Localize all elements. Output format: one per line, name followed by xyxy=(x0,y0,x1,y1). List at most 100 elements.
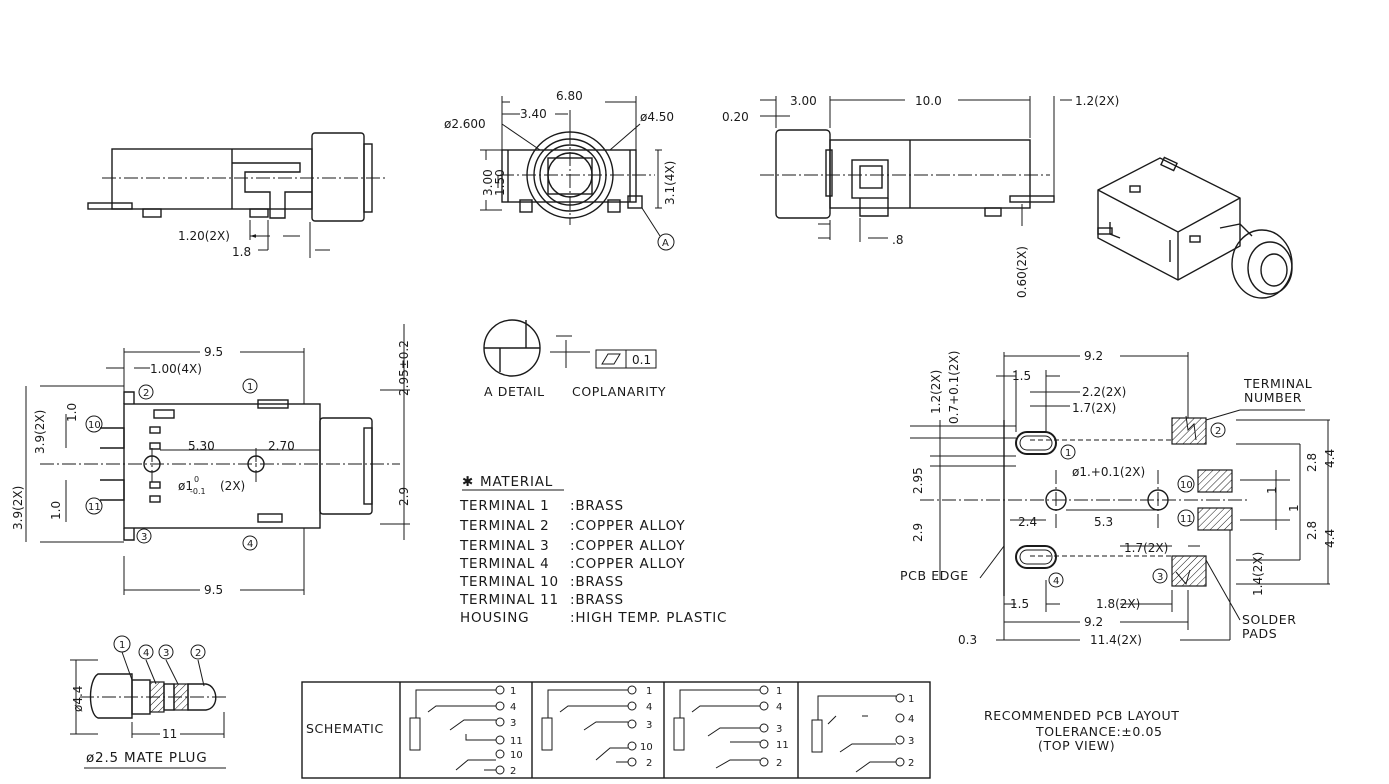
top-terminal-1: 1 xyxy=(247,382,253,393)
pcb-dim-hole-span: 5.3 xyxy=(1094,515,1113,529)
isometric-view xyxy=(1097,156,1293,299)
pcb-terminal-bubbles: 1 10 11 4 3 2 xyxy=(1048,422,1226,588)
side-dim-post: .8 xyxy=(892,233,903,247)
side-dim-tab: 1.2(2X) xyxy=(1075,94,1119,108)
pcb-dim-r28-bot: 2.8 xyxy=(1305,521,1319,540)
top-terminal-11: 11 xyxy=(88,502,101,513)
front-dim-pin-pitch: 1.8 xyxy=(232,245,251,259)
front-dim-pin-width: 1.20(2X) xyxy=(178,229,230,243)
material-value-housing: :HIGH TEMP. PLASTIC xyxy=(570,610,727,626)
pcb-caption-line3: (TOP VIEW) xyxy=(1038,738,1115,753)
pcb-edge-label: PCB EDGE xyxy=(900,568,969,583)
front-view: 1.20(2X) 1.8 xyxy=(87,132,385,259)
plug-dim-dia: ø4.4 xyxy=(71,686,85,712)
schematic-panel-3: 1 4 3 11 2 xyxy=(673,685,789,769)
pcb-dim-slot-w: 1.5 xyxy=(1012,369,1031,383)
schem4-pin-3: 3 xyxy=(908,736,914,747)
pcb-terminal-4: 4 xyxy=(1053,576,1059,587)
end-dim-offset: 3.40 xyxy=(520,107,547,121)
pcb-dim-r1a: 1 xyxy=(1265,486,1279,494)
top-dim-hole-qty: (2X) xyxy=(220,479,245,493)
plug-caption: ø2.5 MATE PLUG xyxy=(86,750,207,766)
schem4-pin-1: 1 xyxy=(908,694,914,705)
schem4-pin-2: 2 xyxy=(908,758,914,769)
schematic-panel-4: 1 4 3 2 xyxy=(811,693,914,773)
schem1-pin-1: 1 xyxy=(510,686,516,697)
material-value-4: :COPPER ALLOY xyxy=(570,556,685,572)
pcb-dim-slot-h: 1.2(2X) xyxy=(929,370,943,414)
material-value-2: :COPPER ALLOY xyxy=(570,518,685,534)
top-dim-hole-span: 5.30 xyxy=(188,439,215,453)
schem2-pin-10: 10 xyxy=(640,742,653,753)
plug-dim-len: 11 xyxy=(162,727,177,741)
schematic-panel-1: 1 4 3 11 10 2 xyxy=(409,685,523,777)
pcb-terminal-11: 11 xyxy=(1180,514,1193,525)
side-dim-tail: 0.60(2X) xyxy=(1015,246,1029,298)
top-dim-pin-top: 1.0 xyxy=(65,403,79,422)
pcb-caption: RECOMMENDED PCB LAYOUT TOLERANCE:±0.05 (… xyxy=(984,708,1180,753)
pcb-solder-pads-label-2: PADS xyxy=(1242,626,1277,641)
end-dim-pin-len: 3.1(4X) xyxy=(663,161,677,205)
pcb-terminal-1: 1 xyxy=(1065,448,1071,459)
material-marker: ✱ xyxy=(462,474,474,490)
schematic-table: SCHEMATIC 1 4 3 11 10 2 1 4 3 10 2 xyxy=(301,681,931,779)
schem1-pin-11: 11 xyxy=(510,736,523,747)
top-terminal-10: 10 xyxy=(88,420,101,431)
pcb-terminal-2: 2 xyxy=(1215,426,1221,437)
pcb-caption-line1: RECOMMENDED PCB LAYOUT xyxy=(984,708,1180,723)
pcb-dim-r14: 1.4(2X) xyxy=(1251,552,1265,596)
top-dim-hole-tol-dn: -0.1 xyxy=(190,487,206,496)
schem3-pin-3: 3 xyxy=(776,724,782,735)
material-heading: MATERIAL xyxy=(480,474,553,490)
schem1-pin-10: 10 xyxy=(510,750,523,761)
material-part-1: TERMINAL 1 xyxy=(459,498,550,514)
pcb-dim-hole: ø1.+0.1(2X) xyxy=(1072,465,1145,479)
schem3-pin-4: 4 xyxy=(776,702,782,713)
mate-plug: ø4.4 11 ø2.5 MATE PLUG 1 4 3 2 xyxy=(70,635,228,769)
top-dim-hole-dia: ø1 xyxy=(178,479,193,493)
schem3-pin-1: 1 xyxy=(776,686,782,697)
pcb-dim-r44-top: 4.4 xyxy=(1323,449,1337,468)
pcb-dim-overall: 9.2 xyxy=(1084,349,1103,363)
top-terminal-bubbles: 2 1 10 11 3 4 xyxy=(85,378,258,551)
schem2-pin-2: 2 xyxy=(646,758,652,769)
schem2-pin-4: 4 xyxy=(646,702,652,713)
schem3-pin-2: 2 xyxy=(776,758,782,769)
pcb-dim-left-top: 2.95 xyxy=(911,467,925,494)
end-dim-inner-dia: ø2.600 xyxy=(444,117,486,131)
top-dim-hole-tol-up: 0 xyxy=(194,475,199,484)
material-value-1: :BRASS xyxy=(570,498,624,514)
pcb-dim-slot-tol: 0.7+0.1(2X) xyxy=(947,351,961,424)
top-dim-pin-low: 1.0 xyxy=(49,501,63,520)
pcb-terminal-number-label-1: TERMINAL xyxy=(1243,376,1312,391)
coplanarity-tolerance: 0.1 xyxy=(632,353,651,367)
material-part-11: TERMINAL 11 xyxy=(459,592,559,608)
pcb-solder-pads-label-1: SOLDER xyxy=(1242,612,1297,627)
schem4-pin-4: 4 xyxy=(908,714,914,725)
top-dim-peg: 1.00(4X) xyxy=(150,362,202,376)
pcb-dim-hole-off: 2.4 xyxy=(1018,515,1037,529)
plug-terminal-4: 4 xyxy=(143,648,149,659)
pcb-terminal-3: 3 xyxy=(1157,572,1163,583)
pcb-dim-r44-bot: 4.4 xyxy=(1323,529,1337,548)
top-dim-hole-offset: 2.70 xyxy=(268,439,295,453)
pcb-layout: 9.2 1.5 2.2(2X) 1.7(2X) 1.2(2X) 0.7+0.1(… xyxy=(900,349,1337,647)
pcb-dim-slot-bottom: 1.5 xyxy=(1010,597,1029,611)
side-view: 3.00 10.0 1.2(2X) 0.20 .8 0.60(2X) xyxy=(722,94,1119,298)
material-value-10: :BRASS xyxy=(570,574,624,590)
pcb-terminal-10: 10 xyxy=(1180,480,1193,491)
pcb-dim-pad-h: 1.7(2X) xyxy=(1072,401,1116,415)
schem1-pin-3: 3 xyxy=(510,718,516,729)
top-terminal-4: 4 xyxy=(247,539,253,550)
coplanarity-caption: COPLANARITY xyxy=(572,384,666,399)
top-dim-body-h: 2.9 xyxy=(397,487,411,506)
schem2-pin-1: 1 xyxy=(646,686,652,697)
pcb-dim-edge: 0.3 xyxy=(958,633,977,647)
material-part-3: TERMINAL 3 xyxy=(459,538,550,554)
top-dim-overall: 9.5 xyxy=(204,345,223,359)
top-terminal-2: 2 xyxy=(143,388,149,399)
top-dim-pin-span-low: 3.9(2X) xyxy=(11,486,25,530)
end-dim-outer-dia: ø4.50 xyxy=(640,110,674,124)
pcb-dim-left-bottom: 2.9 xyxy=(911,523,925,542)
